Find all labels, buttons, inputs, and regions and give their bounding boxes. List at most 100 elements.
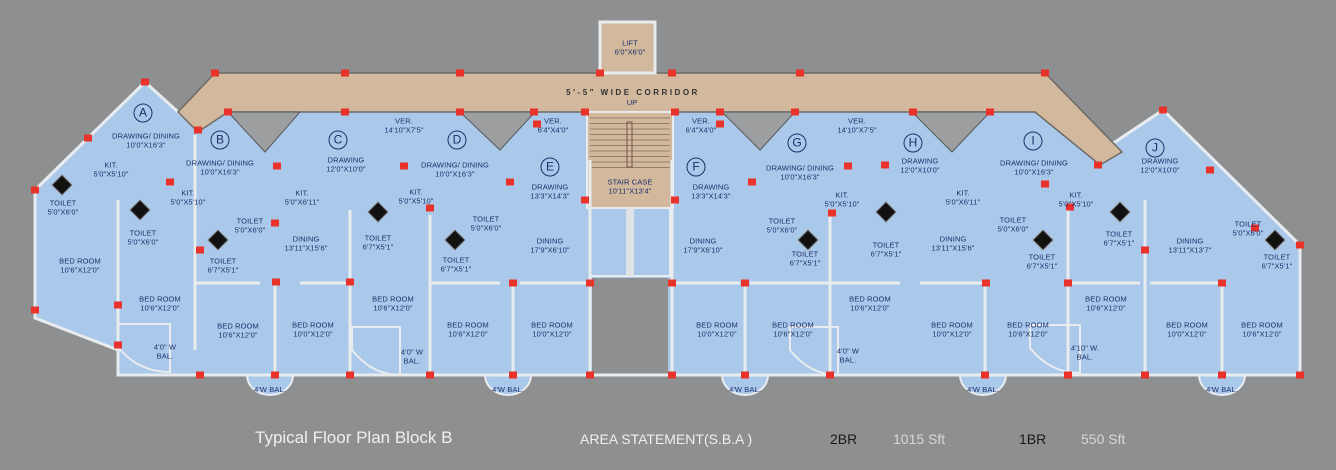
room-label: KIT.5'0"X5'10" xyxy=(1058,190,1093,209)
toilet-shaft xyxy=(797,229,819,251)
column xyxy=(716,120,724,128)
room-label-name: DRAWING/ DINING xyxy=(766,163,834,173)
balconies xyxy=(117,323,1247,396)
room-label-size: 12'0"X10'0" xyxy=(326,164,366,173)
room-label-name: BED ROOM xyxy=(1241,320,1283,330)
staircase-label: STAIR CASE 10'11"X13'4" xyxy=(607,177,653,196)
room-label-size: 10'6"X12'0" xyxy=(373,303,413,312)
staircase-size: 10'11"X13'4" xyxy=(608,186,652,195)
column xyxy=(981,371,989,379)
verandah-label-size: 14'10"X7'5" xyxy=(384,125,424,134)
lift-name: LIFT xyxy=(622,38,638,48)
room-label-name: TOILET xyxy=(1234,219,1262,229)
unit-id-h: H xyxy=(903,133,923,153)
room-label: KIT.5'0"X6'11" xyxy=(946,189,981,207)
room-label-size: 13'11"X15'6" xyxy=(284,243,328,252)
verandah-label-name: VER. xyxy=(848,116,866,126)
room-label-size: 6'7"X5'1" xyxy=(789,258,821,267)
room-label-name: DINING xyxy=(292,234,320,244)
balcony-label-name: 4'W BAL. xyxy=(254,384,286,394)
room-label-name: DRAWING/ DINING xyxy=(112,131,180,141)
room-label: KIT.5'0"X5'10" xyxy=(93,161,129,179)
unit-id-j: J xyxy=(1145,138,1165,158)
column xyxy=(426,204,434,212)
column xyxy=(1218,371,1226,379)
room-label-name: TOILET xyxy=(1028,252,1056,262)
room-label-name: TOILET xyxy=(1263,252,1291,262)
balcony-label-name: 4'0" W xyxy=(153,342,177,352)
room-label-size: 12'0"X10'0" xyxy=(1140,165,1180,174)
verandah-label: VER.14'10"X7'5" xyxy=(384,117,424,135)
room-label-size: 6'7"X5'1" xyxy=(362,242,394,251)
room-label-name: DINING xyxy=(536,236,564,246)
room-label-name: KIT. xyxy=(1069,190,1083,200)
room-label-size: 10'0"X16'3" xyxy=(1014,167,1054,176)
column xyxy=(716,108,724,116)
type-2br-area: 1015 Sft xyxy=(893,431,946,447)
lift-size: 6'0"X6'0" xyxy=(614,47,646,56)
column xyxy=(1159,106,1167,114)
staircase-name: STAIR CASE xyxy=(607,177,653,187)
column xyxy=(796,69,804,77)
lift-label: LIFT 6'0"X6'0" xyxy=(614,38,646,57)
lift-shaft xyxy=(598,20,657,75)
front-balcony xyxy=(483,374,533,396)
room-label-name: TOILET xyxy=(1105,229,1133,239)
room-label-size: 5'0"X5'10" xyxy=(398,196,434,205)
unit-id-b: B xyxy=(210,130,230,150)
columns xyxy=(31,69,1304,379)
verandah-label-size: 14'10"X7'5" xyxy=(837,125,877,134)
toilet-shaft xyxy=(875,201,897,223)
room-label-size: 10'0"X16'3" xyxy=(126,140,166,149)
room-label-size: 10'6"X12'0" xyxy=(850,303,890,312)
column xyxy=(748,178,756,186)
toilet-shafts xyxy=(51,174,1286,251)
room-label-name: DRAWING/ DINING xyxy=(186,158,254,168)
column xyxy=(596,69,604,77)
room-label-size: 10'0"X12'0" xyxy=(1167,329,1207,338)
room-label-size: 10'6"X12'0" xyxy=(140,303,180,312)
room-label-name: BED ROOM xyxy=(931,320,973,330)
room-label-name: KIT. xyxy=(181,188,195,198)
room-label-name: BED ROOM xyxy=(696,320,738,330)
column xyxy=(1041,180,1049,188)
room-label-size: 5'0"X6'0" xyxy=(470,223,502,232)
room-label-size: 10'0"X16'3" xyxy=(780,172,820,181)
room-label-size: 5'0"X6'0" xyxy=(234,225,266,234)
balcony-label: 4'W BAL. xyxy=(729,385,761,395)
room-label-size: 5'0"X5'10" xyxy=(93,169,129,178)
column xyxy=(741,279,749,287)
column xyxy=(533,120,541,128)
plan-title: Typical Floor Plan Block B xyxy=(255,428,453,447)
room-label-name: KIT. xyxy=(409,187,423,197)
room-label-size: 13'11"X15'6" xyxy=(931,243,975,252)
verandah-label-name: VER. xyxy=(544,116,562,126)
room-label-size: 6'7"X5'1" xyxy=(1103,238,1135,247)
column xyxy=(272,278,280,286)
type-1br-area: 550 Sft xyxy=(1081,431,1126,447)
balcony-label: 4'W BAL. xyxy=(492,385,524,395)
column xyxy=(1296,371,1304,379)
column xyxy=(881,161,889,169)
room-label-size: 13'3"X14'3" xyxy=(530,191,570,200)
column xyxy=(509,371,517,379)
balcony-label: 4'W BAL. xyxy=(1206,385,1238,395)
room-label-name: BED ROOM xyxy=(292,320,334,330)
room-label-size: 5'0"X6'0" xyxy=(997,224,1029,233)
room-label-size: 12'0"X10'0" xyxy=(900,165,940,174)
unit-id-c: C xyxy=(328,130,348,150)
column xyxy=(426,371,434,379)
room-label-name: TOILET xyxy=(768,216,796,226)
